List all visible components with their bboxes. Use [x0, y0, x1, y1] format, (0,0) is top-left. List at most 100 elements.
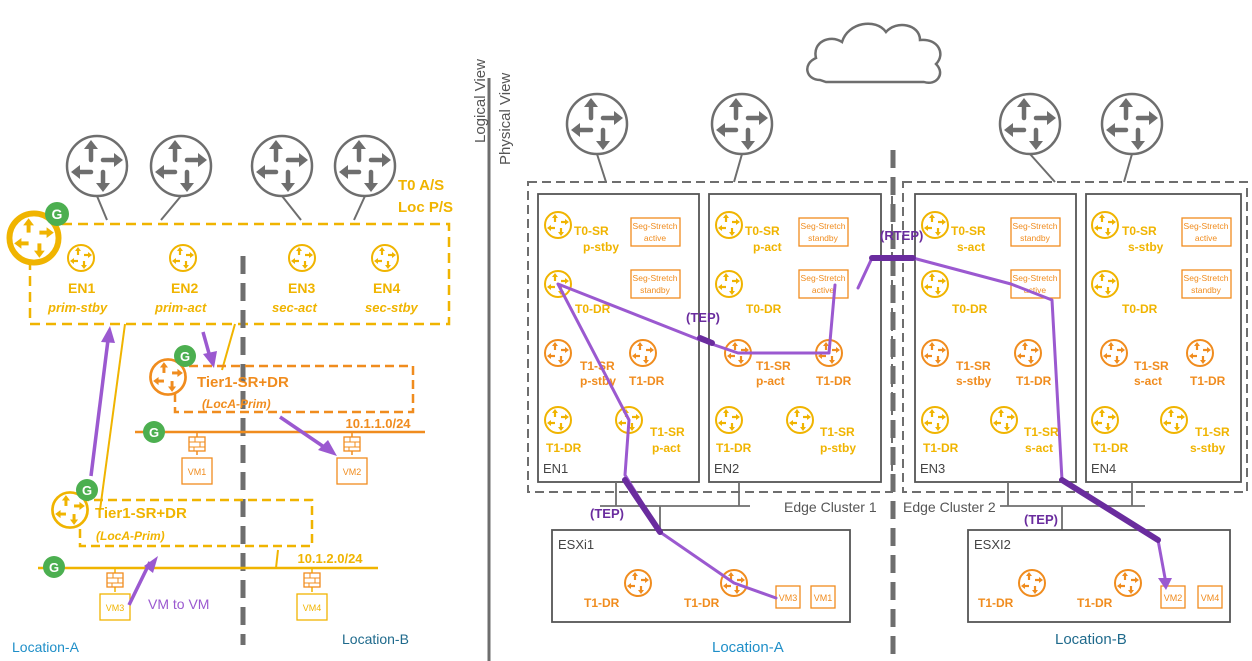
svg-text:T0-DR: T0-DR — [1122, 302, 1158, 316]
svg-text:s-stby: s-stby — [1190, 441, 1226, 455]
tep-label: (TEP) — [590, 506, 624, 521]
tep-label: (TEP) — [686, 310, 720, 325]
logical-view-label: Logical View — [472, 59, 489, 143]
svg-text:T1-SR: T1-SR — [820, 425, 855, 439]
svg-text:T0-SR: T0-SR — [951, 224, 986, 238]
esxi2-host: ESXI2 T1-DR T1-DR VM2 VM4 — [967, 529, 1231, 623]
tier1-a-label: Tier1-SR+DR — [197, 374, 289, 391]
svg-text:G: G — [49, 560, 59, 575]
svg-text:Seg-Stretch: Seg-Stretch — [1184, 273, 1229, 283]
physical-view-label: Physical View — [497, 73, 514, 165]
location-b-label: Location-B — [1055, 631, 1127, 648]
svg-text:p-stby: p-stby — [583, 240, 619, 254]
firewall-icon — [188, 436, 206, 452]
global-g-icon: G — [45, 202, 69, 226]
svg-text:p-act: p-act — [652, 441, 681, 455]
svg-text:T0-SR: T0-SR — [574, 224, 609, 238]
svg-text:G: G — [82, 483, 92, 498]
svg-text:sec-stby: sec-stby — [365, 300, 419, 315]
router-icon — [712, 94, 772, 154]
edge-cluster-1-box — [527, 181, 893, 493]
svg-text:T1-DR: T1-DR — [978, 596, 1014, 610]
svg-text:EN2: EN2 — [171, 280, 198, 296]
svg-text:prim-stby: prim-stby — [47, 300, 108, 315]
svg-text:T1-DR: T1-DR — [1093, 441, 1129, 455]
edge-cluster-2-box — [902, 181, 1248, 493]
svg-text:T0-DR: T0-DR — [746, 302, 782, 316]
svg-text:T1-DR: T1-DR — [546, 441, 582, 455]
svg-text:VM2: VM2 — [1164, 593, 1183, 603]
firewall-icon — [106, 572, 124, 588]
vm-label: VM2 — [343, 467, 362, 477]
svg-text:T0-DR: T0-DR — [575, 302, 611, 316]
svg-text:EN4: EN4 — [1091, 461, 1116, 476]
svg-text:EN3: EN3 — [288, 280, 315, 296]
svg-text:s-stby: s-stby — [956, 374, 992, 388]
svg-text:active: active — [1195, 233, 1217, 243]
router-icon — [1000, 94, 1060, 154]
svg-text:T1-SR: T1-SR — [1134, 359, 1169, 373]
svg-text:T1-SR: T1-SR — [956, 359, 991, 373]
vm-to-vm-label: VM to VM — [148, 596, 209, 612]
tier1-a-sub: (LocA-Prim) — [202, 397, 271, 411]
tier1-a-box — [173, 364, 415, 414]
traffic-path — [556, 255, 1172, 600]
svg-text:s-act: s-act — [957, 240, 985, 254]
edge-node-en4: T0-SR s-stby Seg-Stretch active Seg-Stre… — [1085, 193, 1242, 483]
svg-text:standby: standby — [1191, 285, 1222, 295]
tier1-b-label: Tier1-SR+DR — [95, 505, 187, 522]
global-g-icon: G — [76, 479, 98, 501]
svg-text:p-act: p-act — [756, 374, 785, 388]
edge-node-en3: T0-SR s-act Seg-Stretch standby Seg-Stre… — [914, 193, 1077, 483]
physical-view: Edge Cluster 1 Edge Cluster 2 T0-SR p-st… — [527, 22, 1248, 661]
svg-text:ESXI2: ESXI2 — [974, 537, 1011, 552]
edge-node-en1: T0-SR p-stby Seg-Stretch active Seg-Stre… — [537, 193, 700, 483]
svg-text:T1-DR: T1-DR — [1077, 596, 1113, 610]
svg-text:standby: standby — [1020, 233, 1051, 243]
svg-text:VM3: VM3 — [779, 593, 798, 603]
svg-text:VM4: VM4 — [1201, 593, 1220, 603]
vm-icon — [336, 457, 368, 485]
svg-text:active: active — [644, 233, 666, 243]
svg-text:T0-SR: T0-SR — [745, 224, 780, 238]
svg-text:EN1: EN1 — [68, 280, 95, 296]
svg-text:T1-DR: T1-DR — [684, 596, 720, 610]
vm-icon — [1197, 585, 1223, 609]
svg-text:T1-SR: T1-SR — [1195, 425, 1230, 439]
global-g-icon: G — [174, 345, 196, 367]
svg-text:EN1: EN1 — [543, 461, 568, 476]
cloud-icon — [806, 22, 942, 85]
edge-node-en3: EN3 sec-act — [272, 243, 317, 315]
subnet-label: 10.1.2.0/24 — [297, 551, 363, 566]
svg-text:T1-DR: T1-DR — [923, 441, 959, 455]
svg-text:Seg-Stretch: Seg-Stretch — [801, 221, 846, 231]
svg-text:Seg-Stretch: Seg-Stretch — [1184, 221, 1229, 231]
subnet-label: 10.1.1.0/24 — [345, 416, 411, 431]
svg-text:VM1: VM1 — [814, 593, 833, 603]
logical-view: T0 A/S Loc P/S G EN1 prim-stby EN2 prim-… — [6, 136, 453, 655]
firewall-icon — [343, 436, 361, 452]
svg-text:T1-SR: T1-SR — [650, 425, 685, 439]
svg-text:Seg-Stretch: Seg-Stretch — [801, 273, 846, 283]
svg-text:T1-SR: T1-SR — [756, 359, 791, 373]
svg-text:Seg-Stretch: Seg-Stretch — [1013, 221, 1058, 231]
svg-text:p-act: p-act — [753, 240, 782, 254]
svg-text:EN3: EN3 — [920, 461, 945, 476]
svg-text:p-stby: p-stby — [820, 441, 856, 455]
router-icon — [67, 136, 127, 196]
edge-cluster-1-label: Edge Cluster 1 — [784, 499, 877, 515]
svg-text:EN4: EN4 — [373, 280, 400, 296]
svg-text:T1-DR: T1-DR — [1016, 374, 1052, 388]
t0-subtitle: Loc P/S — [398, 199, 453, 216]
svg-text:active: active — [1024, 285, 1046, 295]
esxi1-host: ESXi1 T1-DR T1-DR VM3 VM1 — [551, 529, 851, 623]
svg-text:EN2: EN2 — [714, 461, 739, 476]
router-icon — [567, 94, 627, 154]
svg-text:Seg-Stretch: Seg-Stretch — [633, 221, 678, 231]
router-icon — [335, 136, 395, 196]
vm-icon — [296, 593, 328, 621]
vm-label: VM3 — [106, 603, 125, 613]
edge-cluster-2-label: Edge Cluster 2 — [903, 499, 996, 515]
vm-label: VM1 — [188, 467, 207, 477]
global-g-icon: G — [143, 421, 165, 443]
